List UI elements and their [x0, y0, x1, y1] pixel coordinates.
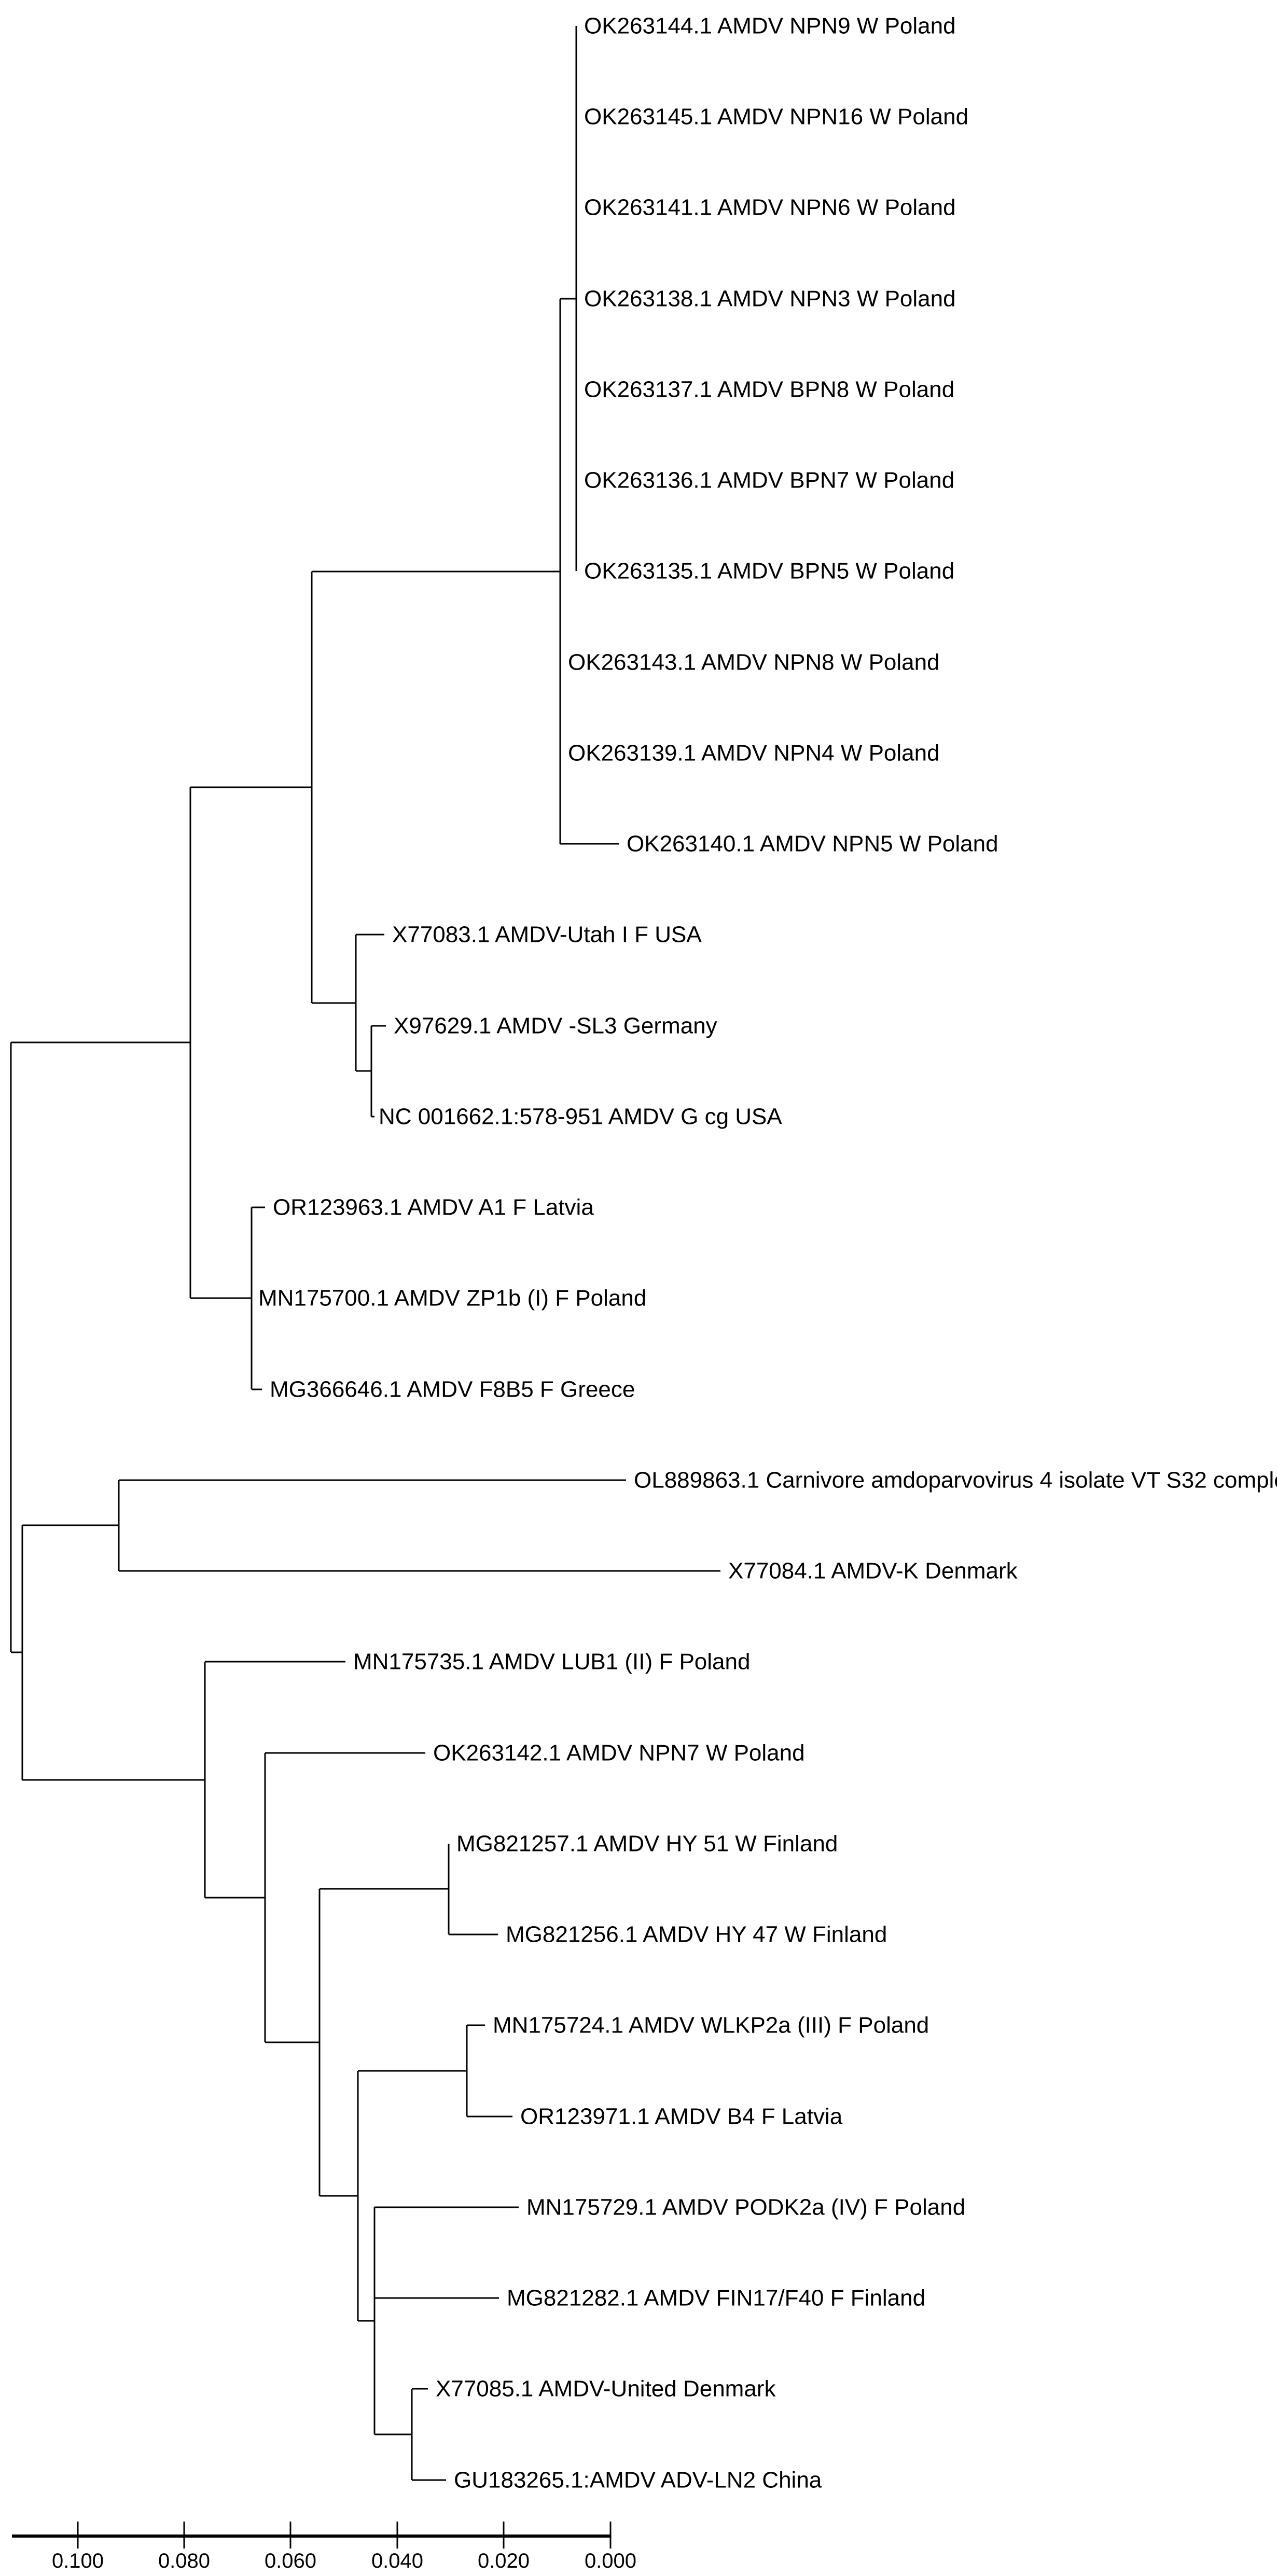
taxon-label: OK263139.1 AMDV NPN4 W Poland [568, 741, 940, 766]
scale-tick-label: 0.100 [52, 2550, 104, 2572]
taxon-label: MG366646.1 AMDV F8B5 F Greece [270, 1377, 635, 1402]
scale-tick-label: 0.040 [371, 2550, 423, 2572]
taxon-label: MG821256.1 AMDV HY 47 W Finland [506, 1922, 887, 1947]
tree-branches [10, 26, 720, 2481]
taxon-label: OR123963.1 AMDV A1 F Latvia [273, 1195, 594, 1220]
taxon-label: MN175724.1 AMDV WLKP2a (III) F Poland [493, 2013, 929, 2038]
taxon-label: MG821282.1 AMDV FIN17/F40 F Finland [507, 2286, 925, 2311]
taxon-label: OK263143.1 AMDV NPN8 W Poland [568, 650, 940, 675]
taxon-label: MN175735.1 AMDV LUB1 (II) F Poland [353, 1649, 750, 1675]
taxon-label: NC 001662.1:578-951 AMDV G cg USA [379, 1104, 782, 1130]
taxon-label: GU183265.1:AMDV ADV-LN2 China [454, 2468, 822, 2493]
scale-tick-label: 0.080 [158, 2550, 210, 2572]
taxon-label: X77085.1 AMDV-United Denmark [436, 2376, 776, 2402]
scale-bar: 0.100 0.080 0.060 0.040 0.020 0.000 [12, 2522, 636, 2572]
taxon-label: OL889863.1 Carnivore amdoparvovirus 4 is… [634, 1468, 1277, 1493]
taxon-label: OK263142.1 AMDV NPN7 W Poland [433, 1740, 805, 1766]
taxon-label: OK263138.1 AMDV NPN3 W Poland [584, 286, 956, 312]
taxon-label: X97629.1 AMDV -SL3 Germany [394, 1013, 717, 1039]
taxon-label: OK263145.1 AMDV NPN16 W Poland [584, 104, 968, 130]
taxon-label: OK263136.1 AMDV BPN7 W Poland [584, 468, 954, 493]
taxon-label: OK263144.1 AMDV NPN9 W Poland [584, 13, 956, 39]
scale-tick-label: 0.020 [478, 2550, 530, 2572]
taxon-label: MN175729.1 AMDV PODK2a (IV) F Poland [526, 2195, 965, 2220]
taxon-label: X77083.1 AMDV-Utah I F USA [392, 922, 702, 948]
taxon-label: OK263137.1 AMDV BPN8 W Poland [584, 377, 954, 402]
taxon-label: MN175700.1 AMDV ZP1b (I) F Poland [258, 1286, 646, 1311]
taxon-label: X77084.1 AMDV-K Denmark [728, 1558, 1018, 1584]
taxon-label: OK263141.1 AMDV NPN6 W Poland [584, 195, 956, 220]
taxon-label: OR123971.1 AMDV B4 F Latvia [520, 2104, 843, 2129]
scale-tick-label: 0.060 [265, 2550, 316, 2572]
taxon-label: OK263140.1 AMDV NPN5 W Poland [627, 831, 998, 857]
taxon-labels: OK263144.1 AMDV NPN9 W PolandOK263145.1 … [258, 13, 1277, 2493]
taxon-label: MG821257.1 AMDV HY 51 W Finland [456, 1831, 838, 1857]
scale-tick-label: 0.000 [585, 2550, 636, 2572]
taxon-label: OK263135.1 AMDV BPN5 W Poland [584, 559, 954, 584]
